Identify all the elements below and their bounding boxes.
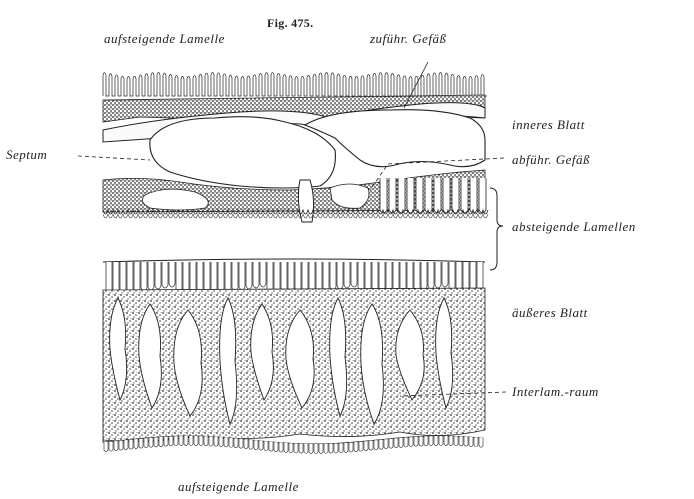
label-top-lamella: aufsteigende Lamelle	[104, 31, 225, 47]
label-septum: Septum	[6, 147, 47, 163]
label-outer-leaf: äußeres Blatt	[512, 305, 588, 321]
figure-number: Fig. 475.	[267, 16, 313, 31]
label-descending-lamellae: absteigende Lamellen	[512, 219, 636, 235]
bottom-lamella-comb	[103, 436, 483, 453]
top-lamella-comb	[103, 73, 487, 96]
label-efferent-vessel: abführ. Gefäß	[512, 152, 590, 168]
large-cavity-1	[150, 117, 336, 188]
leader-septum	[78, 156, 150, 160]
septum-column	[298, 180, 313, 222]
label-bottom-lamella: aufsteigende Lamelle	[178, 479, 299, 495]
lamellae-bracket	[490, 188, 503, 270]
label-interlamellar-space: Interlam.-raum	[512, 384, 599, 400]
label-inner-leaf: inneres Blatt	[512, 117, 585, 133]
label-afferent-vessel: zuführ. Gefäß	[370, 31, 447, 47]
